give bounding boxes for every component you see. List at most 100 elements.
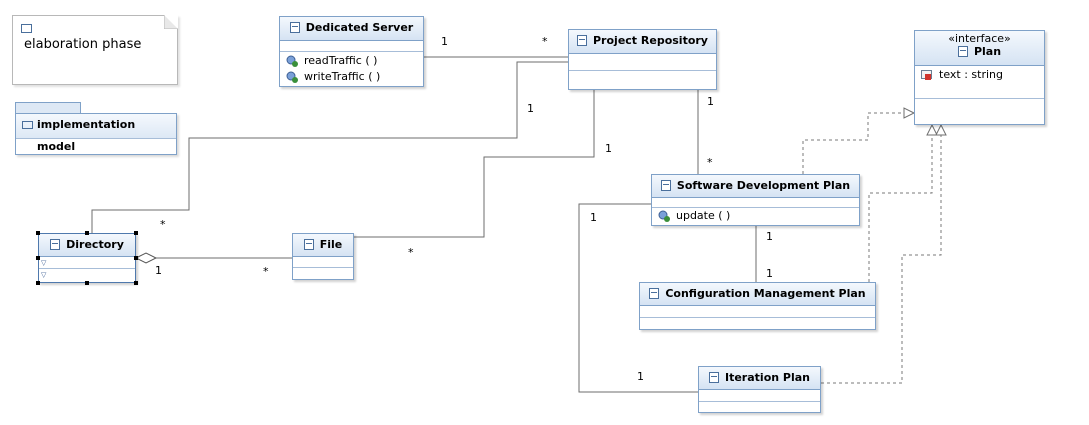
package-implementation-model[interactable]: implementation model (15, 113, 177, 155)
operations-compartment: readTraffic ( ) writeTraffic ( ) (280, 52, 423, 85)
selection-handle[interactable] (36, 281, 40, 285)
note-elaboration-phase[interactable]: elaboration phase (12, 15, 178, 85)
operation-write-traffic[interactable]: writeTraffic ( ) (280, 69, 423, 85)
collapse-arrow-icon[interactable]: ▽ (41, 271, 47, 279)
class-name: File (319, 238, 343, 251)
attributes-compartment (569, 54, 716, 71)
package-name: implementation model (37, 118, 136, 153)
class-software-development-plan[interactable]: Software Development Plan update ( ) (651, 174, 860, 226)
class-file[interactable]: File (292, 233, 354, 280)
selection-handle[interactable] (134, 256, 138, 260)
operations-compartment: ▽ (39, 269, 135, 281)
multiplicity-label: * (263, 265, 269, 278)
selection-handle[interactable] (85, 281, 89, 285)
note-text: elaboration phase (24, 37, 142, 52)
class-icon (577, 35, 587, 46)
operations-compartment: update ( ) (652, 208, 859, 224)
multiplicity-label: 1 (527, 102, 534, 115)
class-header: File (293, 234, 353, 257)
class-dedicated-server[interactable]: Dedicated Server readTraffic ( ) writeTr… (279, 16, 424, 87)
interface-icon (957, 46, 968, 57)
selection-handle[interactable] (36, 231, 40, 235)
operation-update[interactable]: update ( ) (652, 208, 859, 224)
attributes-compartment: text : string (915, 66, 1044, 99)
attribute-icon (921, 70, 932, 80)
class-icon (709, 371, 719, 383)
class-name: Plan (973, 45, 1002, 58)
class-header: Dedicated Server (280, 17, 423, 41)
class-name: Directory (66, 238, 124, 251)
multiplicity-label: 1 (155, 264, 162, 277)
realization-arrowhead-iteration (935, 123, 947, 136)
stereotype-label: «interface» (948, 32, 1011, 45)
attributes-compartment: ▽ (39, 257, 135, 269)
class-directory[interactable]: Directory ▽ ▽ (38, 233, 136, 283)
package-header: implementation model (16, 114, 176, 153)
attributes-compartment (652, 198, 859, 208)
operation-read-traffic[interactable]: readTraffic ( ) (280, 53, 423, 69)
aggregation-diamond (134, 252, 158, 264)
package-tab (15, 102, 81, 113)
class-icon (660, 179, 671, 191)
operations-compartment (293, 268, 353, 279)
multiplicity-label: * (160, 218, 166, 231)
class-header: Directory (39, 234, 135, 257)
multiplicity-label: 1 (766, 230, 773, 243)
multiplicity-label: * (542, 35, 548, 48)
multiplicity-label: 1 (766, 267, 773, 280)
class-iteration-plan[interactable]: Iteration Plan (698, 366, 821, 413)
class-configuration-management-plan[interactable]: Configuration Management Plan (639, 282, 876, 330)
attributes-compartment (640, 306, 875, 318)
selection-handle[interactable] (36, 256, 40, 260)
multiplicity-label: 1 (707, 95, 714, 108)
multiplicity-label: 1 (605, 142, 612, 155)
multiplicity-label: 1 (590, 211, 597, 224)
class-name: Dedicated Server (305, 21, 414, 34)
association-repository-directory[interactable] (91, 61, 568, 233)
operations-compartment (569, 71, 716, 89)
attribute-name: text : string (939, 68, 1003, 81)
class-name: Software Development Plan (676, 179, 851, 192)
class-header: Configuration Management Plan (640, 283, 875, 306)
selection-handle[interactable] (134, 231, 138, 235)
multiplicity-label: * (408, 246, 414, 259)
multiplicity-label: 1 (441, 35, 448, 48)
operations-compartment (640, 318, 875, 329)
operations-compartment (915, 99, 1044, 124)
attributes-compartment (699, 390, 820, 402)
association-repository-file[interactable] (354, 90, 595, 238)
attributes-compartment (293, 257, 353, 268)
class-project-repository[interactable]: Project Repository (568, 29, 717, 90)
class-header: Iteration Plan (699, 367, 820, 390)
realization-cmp-plan[interactable] (868, 135, 933, 282)
attribute-text[interactable]: text : string (915, 68, 1044, 84)
multiplicity-label: * (707, 156, 713, 169)
class-icon (303, 238, 314, 250)
class-name: Project Repository (593, 34, 708, 47)
realization-sdp-plan[interactable] (802, 112, 906, 174)
realization-arrowhead-sdp (903, 107, 916, 119)
operation-name: update ( ) (676, 209, 731, 222)
operation-gear-icon (286, 55, 298, 67)
association-sdp-iteration[interactable] (578, 203, 698, 393)
class-header: Software Development Plan (652, 175, 859, 198)
note-fold-corner (164, 15, 178, 29)
operation-name: writeTraffic ( ) (304, 70, 381, 83)
operation-name: readTraffic ( ) (304, 54, 378, 67)
class-name: Configuration Management Plan (665, 287, 866, 300)
selection-handle[interactable] (85, 231, 89, 235)
note-icon (21, 24, 32, 33)
operation-gear-icon (658, 210, 670, 222)
multiplicity-label: 1 (637, 370, 644, 383)
class-icon (289, 22, 300, 33)
realization-iteration-plan[interactable] (821, 135, 942, 384)
class-name: Iteration Plan (725, 371, 810, 384)
selection-handle[interactable] (134, 281, 138, 285)
realization-arrowhead-cmp (926, 123, 938, 136)
operations-compartment (699, 402, 820, 412)
class-icon (649, 287, 660, 299)
operation-gear-icon (286, 71, 298, 83)
interface-plan[interactable]: «interface» Plan text : string (914, 30, 1045, 125)
class-icon (50, 238, 61, 250)
collapse-arrow-icon[interactable]: ▽ (41, 259, 47, 267)
